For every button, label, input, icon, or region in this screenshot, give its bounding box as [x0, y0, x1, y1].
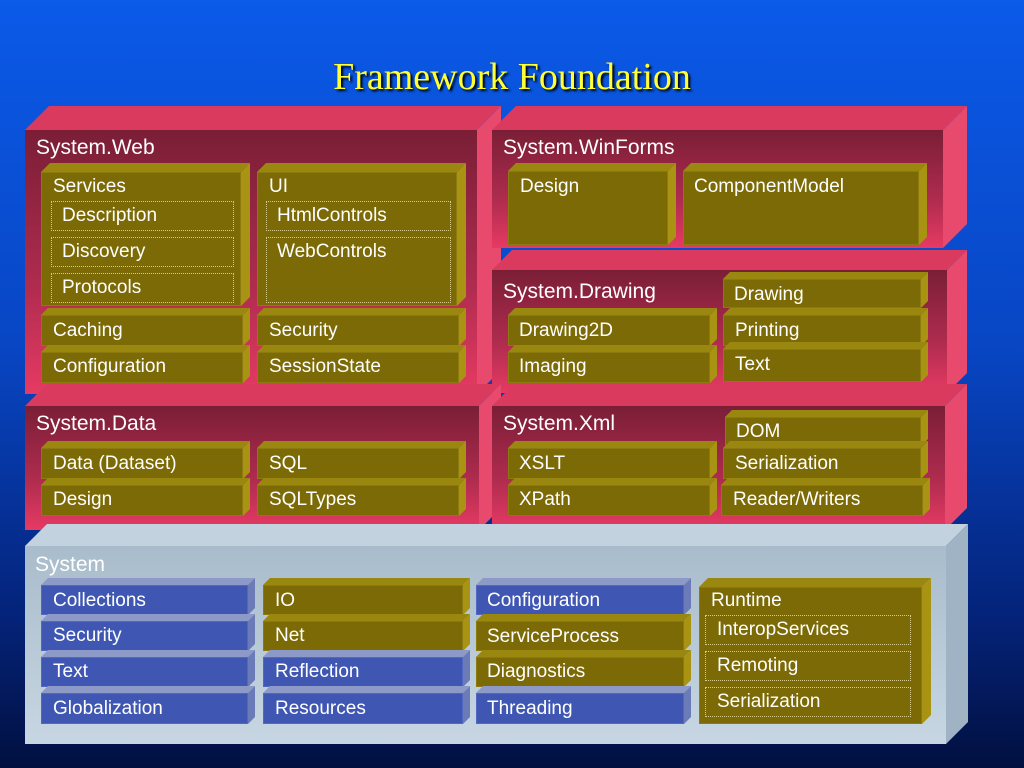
- winforms-design-label: Design: [520, 176, 580, 197]
- web-ui-label: UI: [269, 176, 288, 197]
- web-security-box: Security: [257, 308, 466, 346]
- web-configuration-box: Configuration: [41, 345, 250, 383]
- system-title: System: [35, 553, 106, 576]
- system-item-label: Configuration: [487, 590, 601, 611]
- drawing-printing-box: Printing: [723, 308, 928, 346]
- web-security-label: Security: [269, 320, 338, 341]
- xml-xpath-box: XPath: [508, 478, 717, 516]
- winforms-design-box: Design: [508, 163, 676, 245]
- system-xml-title: System.Xml: [503, 412, 616, 435]
- system-winforms-title: System.WinForms: [503, 136, 675, 159]
- web-caching-label: Caching: [53, 320, 123, 341]
- xml-dom-label: DOM: [736, 421, 781, 442]
- data-design-box: Design: [41, 478, 250, 516]
- data-design-label: Design: [53, 489, 113, 510]
- system-data-title: System.Data: [36, 412, 157, 435]
- system-item-label: Threading: [487, 698, 573, 719]
- data-sqltypes-label: SQLTypes: [269, 489, 357, 510]
- web-services-item: [51, 237, 234, 267]
- system-item-label: Globalization: [53, 698, 163, 719]
- system-security-box: Security: [41, 614, 255, 651]
- xml-xslt-box: XSLT: [508, 441, 717, 479]
- drawing-imaging-box: Imaging: [508, 345, 717, 383]
- drawing-imaging-label: Imaging: [519, 356, 587, 377]
- xml-readerwriters-label: Reader/Writers: [733, 489, 861, 510]
- web-sessionstate-label: SessionState: [269, 356, 381, 377]
- web-ui-box: UI HtmlControls WebControls: [257, 163, 466, 306]
- xml-serialization-label: Serialization: [735, 453, 839, 474]
- system-item-label: Diagnostics: [487, 661, 586, 682]
- runtime-item: [705, 687, 911, 717]
- runtime-item-label: InteropServices: [717, 619, 850, 640]
- winforms-componentmodel-box: ComponentModel: [683, 163, 927, 245]
- xml-xpath-label: XPath: [519, 489, 571, 510]
- system-reflection-box: Reflection: [263, 650, 470, 687]
- system-item-label: Resources: [275, 698, 366, 719]
- system-threading-box: Threading: [476, 686, 691, 724]
- drawing-drawing-box: Drawing: [723, 272, 928, 308]
- drawing-drawing-label: Drawing: [734, 284, 804, 305]
- web-caching-box: Caching: [41, 308, 250, 346]
- web-services-item: [51, 273, 234, 303]
- web-ui-item: [266, 237, 451, 303]
- web-services-item-label: Discovery: [62, 241, 146, 262]
- system-item-label: Collections: [53, 590, 146, 611]
- page-title: Framework Foundation: [333, 56, 691, 98]
- xml-serialization-box: Serialization: [723, 441, 928, 479]
- system-item-label: Net: [275, 625, 305, 646]
- system-text-box: Text: [41, 650, 255, 687]
- system-globalization-box: Globalization: [41, 686, 255, 724]
- data-dataset-box: Data (Dataset): [41, 441, 250, 479]
- web-services-item-label: Description: [62, 205, 158, 226]
- web-services-label: Services: [53, 176, 126, 197]
- data-sql-label: SQL: [269, 453, 308, 474]
- system-collections-box: Collections: [41, 578, 255, 615]
- web-configuration-label: Configuration: [53, 356, 167, 377]
- system-runtime-label: Runtime: [711, 590, 782, 611]
- web-services-item: [51, 201, 234, 231]
- web-ui-item-label: WebControls: [277, 241, 387, 262]
- web-services-box: Services Description Discovery Protocols: [41, 163, 250, 306]
- web-ui-item-label: HtmlControls: [277, 205, 387, 226]
- runtime-item: [705, 651, 911, 681]
- web-sessionstate-box: SessionState: [257, 345, 466, 383]
- system-serviceprocess-box: ServiceProcess: [476, 614, 691, 651]
- system-diagnostics-box: Diagnostics: [476, 650, 691, 687]
- winforms-componentmodel-label: ComponentModel: [694, 176, 844, 197]
- xml-xslt-label: XSLT: [519, 453, 566, 474]
- system-item-label: Text: [53, 661, 88, 682]
- system-io-box: IO: [263, 578, 470, 615]
- system-item-label: Security: [53, 625, 122, 646]
- system-drawing-title: System.Drawing: [503, 280, 656, 303]
- drawing-drawing2d-box: Drawing2D: [508, 308, 717, 346]
- system-net-box: Net: [263, 614, 470, 651]
- runtime-item-label: Remoting: [717, 655, 799, 676]
- runtime-item-label: Serialization: [717, 691, 821, 712]
- drawing-printing-label: Printing: [735, 320, 800, 341]
- system-resources-box: Resources: [263, 686, 470, 724]
- system-web-title: System.Web: [36, 136, 155, 159]
- system-item-label: Reflection: [275, 661, 360, 682]
- web-ui-item: [266, 201, 451, 231]
- system-item-label: ServiceProcess: [487, 626, 619, 647]
- data-sqltypes-box: SQLTypes: [257, 478, 466, 516]
- drawing-text-box: Text: [723, 342, 928, 382]
- data-dataset-label: Data (Dataset): [53, 453, 177, 474]
- web-services-item-label: Protocols: [62, 277, 142, 298]
- system-item-label: IO: [275, 590, 296, 611]
- system-runtime-box: Runtime InteropServices Remoting Seriali…: [699, 578, 931, 724]
- drawing-text-label: Text: [735, 354, 770, 375]
- drawing-drawing2d-label: Drawing2D: [519, 320, 613, 341]
- xml-readerwriters-box: Reader/Writers: [721, 478, 930, 516]
- data-sql-box: SQL: [257, 441, 466, 479]
- runtime-item: [705, 615, 911, 645]
- system-configuration-box: Configuration: [476, 578, 691, 615]
